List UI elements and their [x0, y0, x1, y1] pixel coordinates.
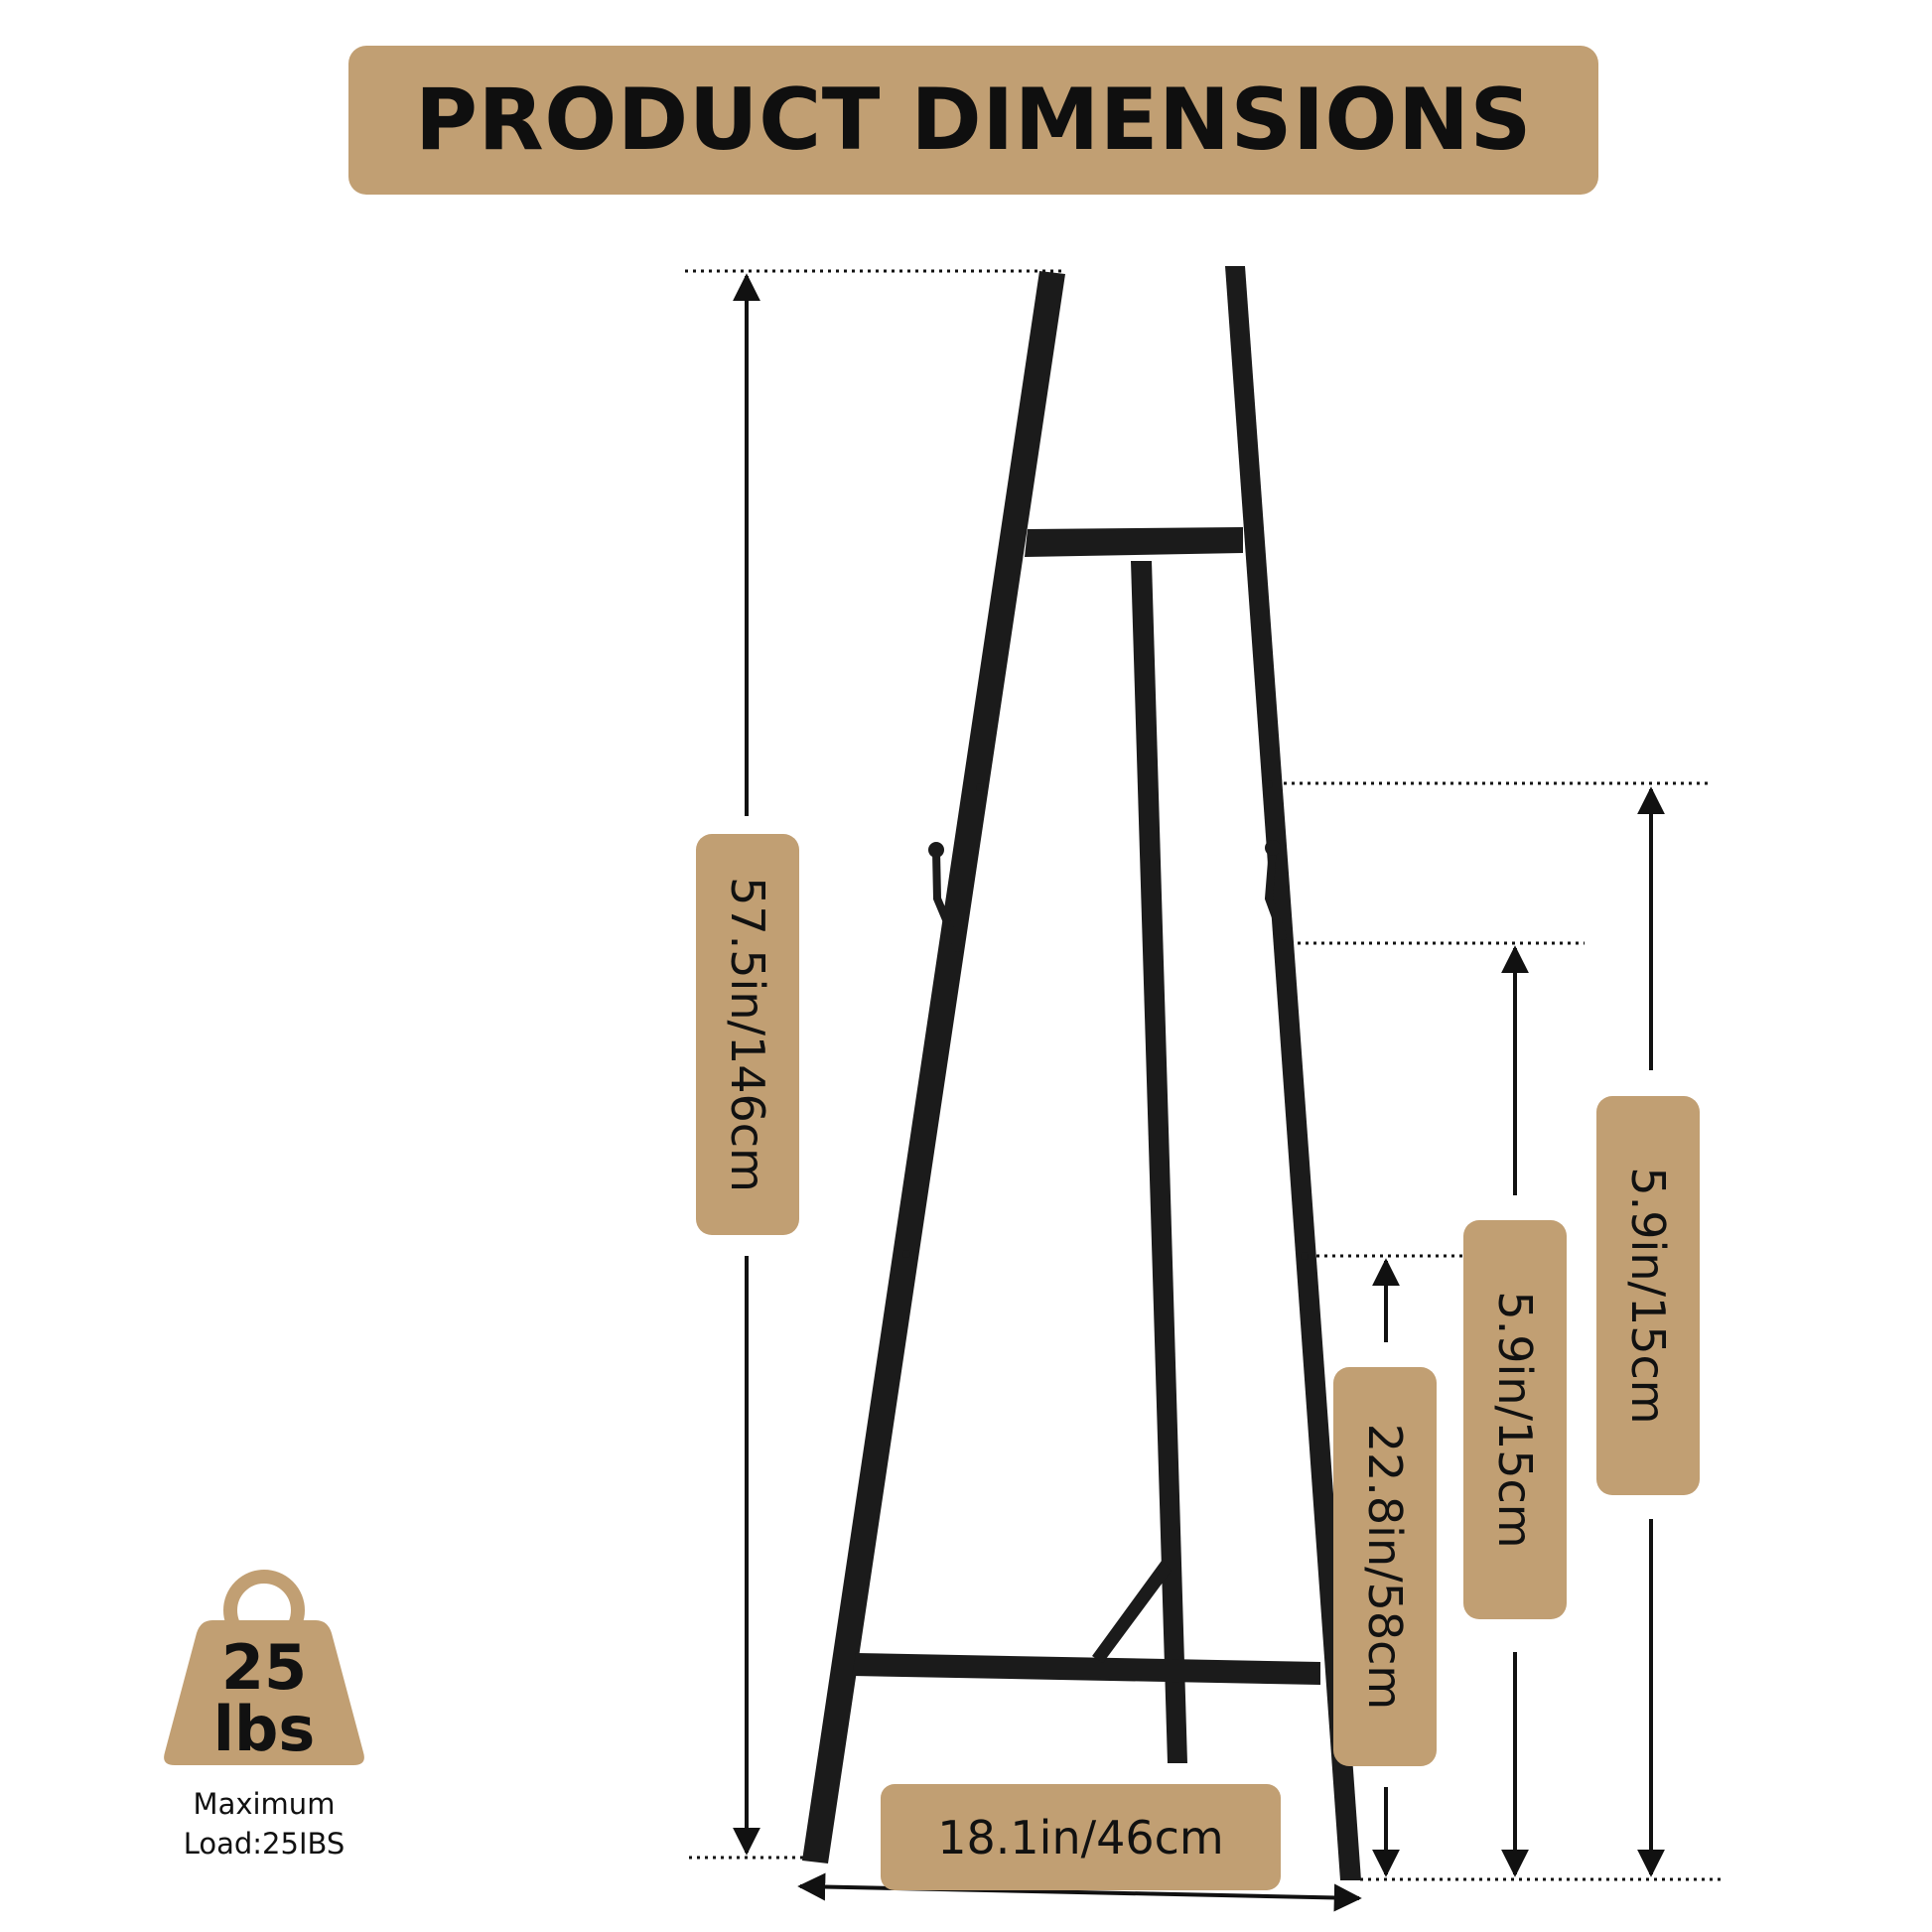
max-load-caption-line2: Load:25IBS — [183, 1827, 345, 1861]
base-width-label: 18.1in/46cm — [881, 1784, 1281, 1890]
weight-icon — [164, 1570, 364, 1765]
easel-top-crossbar — [1025, 527, 1243, 557]
max-load-caption-line1: Maximum — [193, 1787, 336, 1821]
max-load-caption: Maximum Load:25IBS — [149, 1784, 379, 1863]
total-height-label: 57.5in/146cm — [696, 834, 799, 1235]
left-peg-hole-lower — [902, 1250, 910, 1258]
middle-span-label: 5.9in/15cm — [1463, 1220, 1567, 1619]
left-peg-hole-upper — [976, 783, 984, 791]
left-peg-knob — [928, 842, 944, 858]
right-peg-knob — [1265, 840, 1281, 856]
easel-rear-leg — [1131, 561, 1187, 1763]
weight-unit: lbs — [212, 1693, 316, 1765]
canvas-pegs — [932, 845, 1287, 952]
upper-span-label: 5.9in/15cm — [1596, 1096, 1700, 1495]
tray-height-label: 22.8in/58cm — [1333, 1367, 1437, 1766]
weight-value: 25 — [220, 1631, 308, 1704]
left-canvas-peg — [932, 847, 962, 952]
right-peg-hole-upper — [1265, 780, 1273, 788]
easel-frame — [802, 266, 1361, 1880]
easel-right-leg — [1225, 266, 1361, 1880]
title-banner: PRODUCT DIMENSIONS — [348, 46, 1598, 195]
easel-tray-bar — [852, 1653, 1320, 1685]
dimension-arrows — [733, 273, 1665, 1912]
page-title: PRODUCT DIMENSIONS — [415, 70, 1532, 170]
easel-left-leg — [802, 271, 1065, 1863]
weight-icon-body — [164, 1620, 364, 1765]
easel-support-brace — [1092, 1561, 1172, 1663]
peg-knobs — [902, 780, 1309, 1260]
reference-lines — [685, 269, 1721, 1881]
right-canvas-peg — [1264, 845, 1287, 940]
right-peg-hole-lower — [1301, 1252, 1309, 1260]
